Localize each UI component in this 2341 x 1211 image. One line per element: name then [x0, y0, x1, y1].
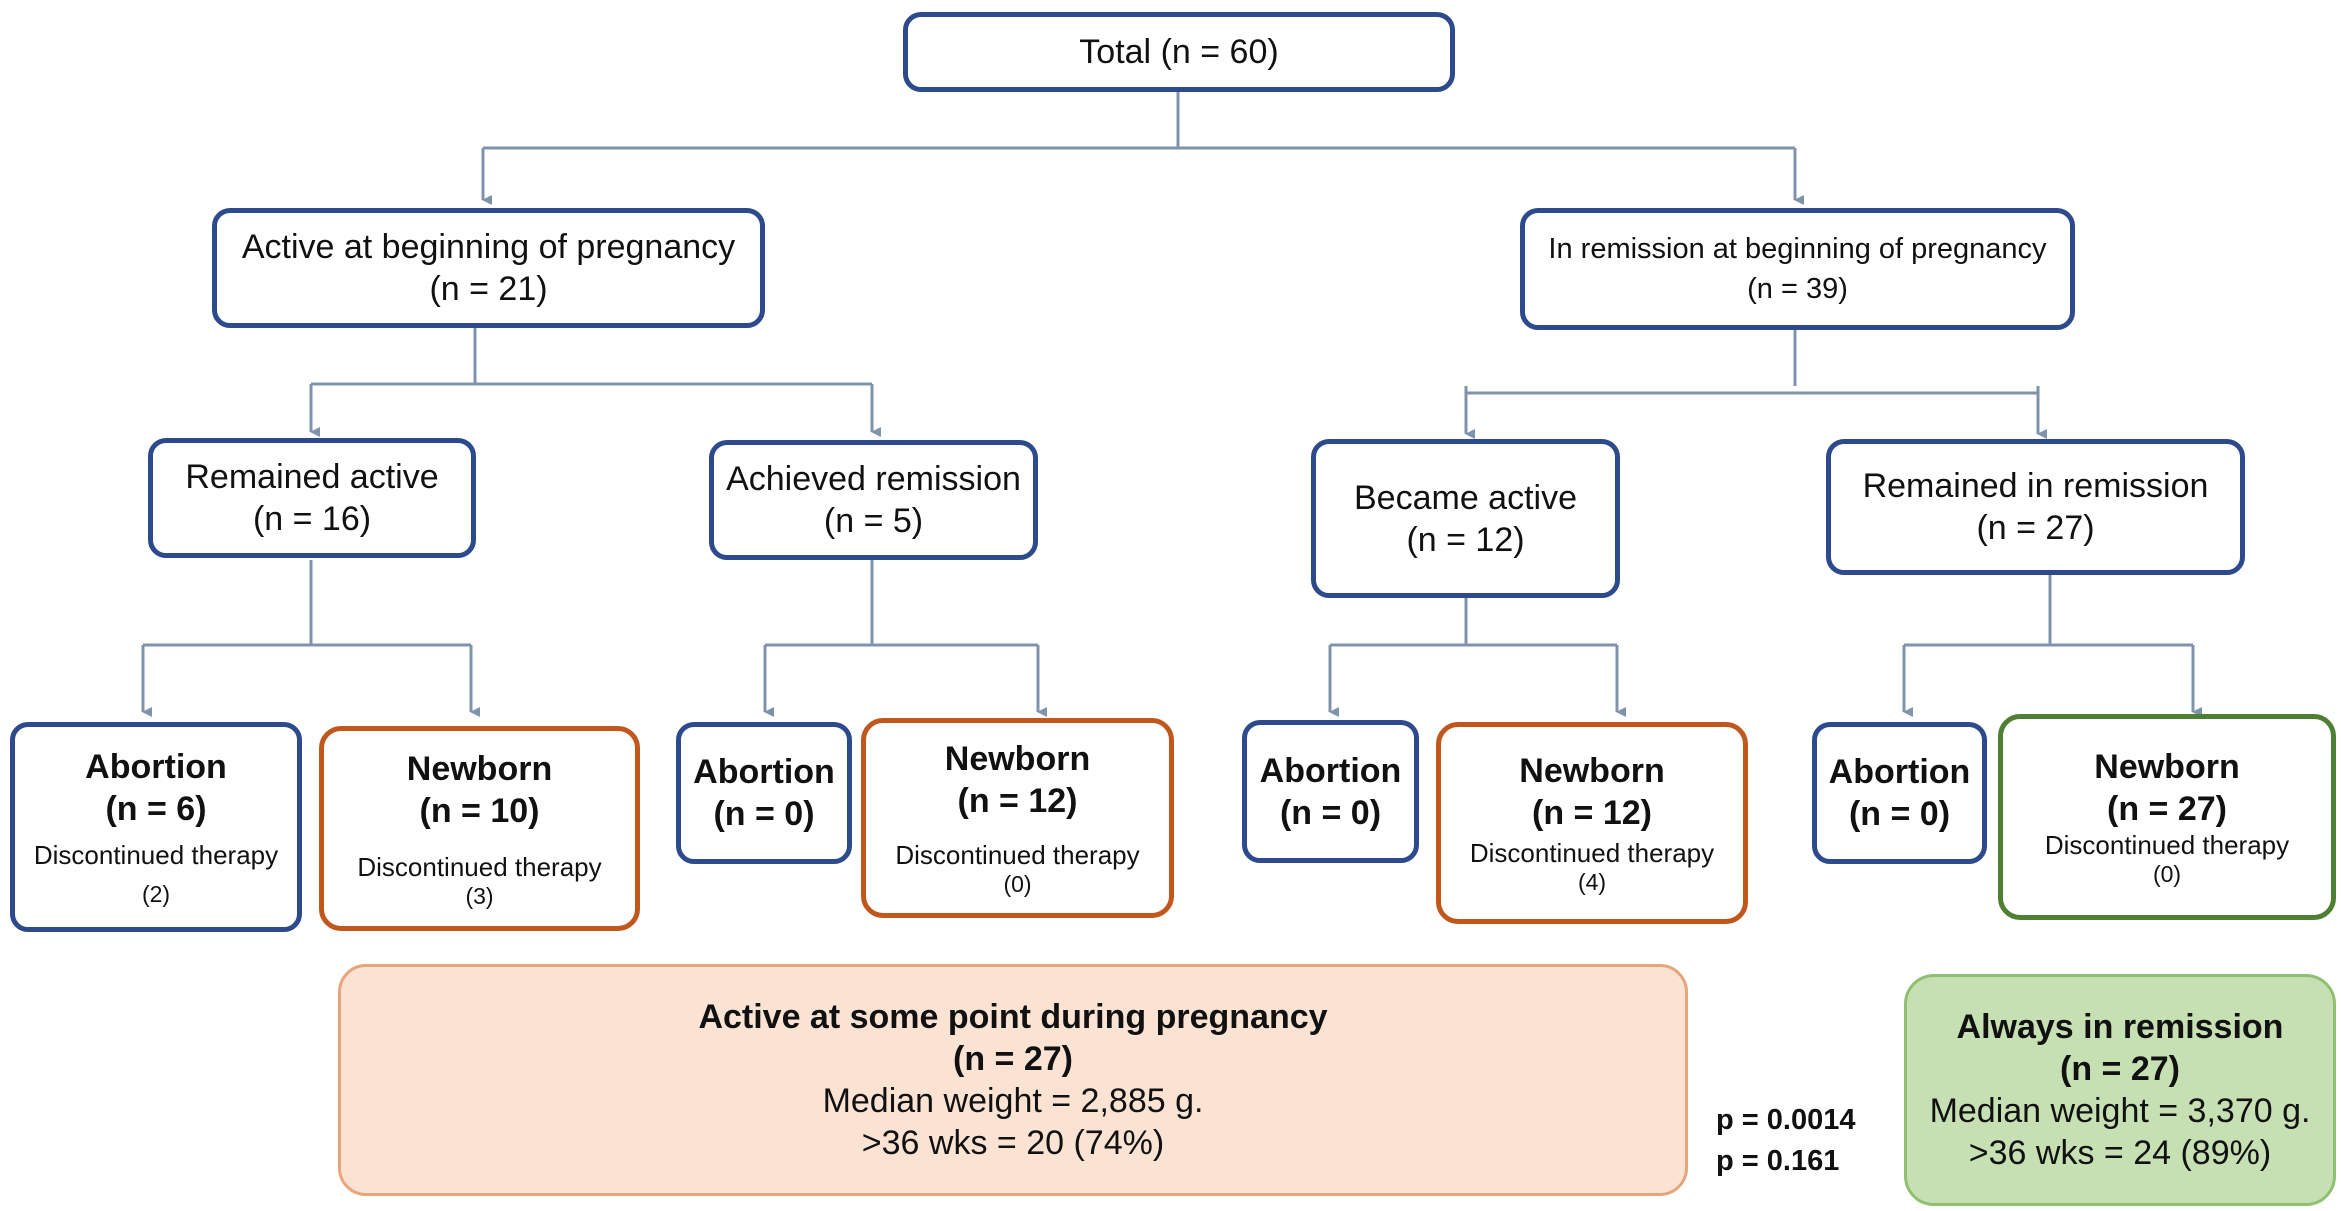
outcome-n: (n = 12) — [1532, 794, 1652, 832]
outcome-n: (n = 0) — [713, 795, 815, 833]
p-value-weight: p = 0.0014 — [1716, 1104, 1856, 1136]
summary-remission-weeks: >36 wks = 24 (89%) — [1968, 1134, 2272, 1172]
summary-remission-box: Always in remission (n = 27) Median weig… — [1904, 974, 2336, 1206]
outcome-n: (n = 10) — [419, 791, 540, 830]
became-active-box: Became active (n = 12) — [1311, 439, 1620, 598]
outcome-note: Discontinued therapy — [895, 840, 1140, 870]
outcome-note-n: (0) — [1003, 871, 1032, 897]
outcome-n: (n = 0) — [1848, 795, 1951, 833]
became-active-label: Became active — [1354, 478, 1577, 517]
outcome-title: Newborn — [2094, 748, 2240, 786]
active-start-n: (n = 21) — [429, 270, 548, 308]
summary-remission-title: Always in remission — [1956, 1008, 2284, 1046]
outcome-abortion-achieved-remission: Abortion (n = 0) — [676, 722, 852, 864]
remained-active-n: (n = 16) — [252, 500, 372, 538]
remission-start-box: In remission at beginning of pregnancy (… — [1520, 208, 2075, 330]
summary-active-weeks: >36 wks = 20 (74%) — [861, 1124, 1165, 1162]
remained-remission-box: Remained in remission (n = 27) — [1826, 439, 2245, 575]
remained-active-label: Remained active — [185, 458, 439, 496]
summary-remission-weight: Median weight = 3,370 g. — [1929, 1092, 2311, 1130]
outcome-newborn-remained-remission: Newborn (n = 27) Discontinued therapy (0… — [1998, 714, 2336, 920]
total-label: Total — [1079, 33, 1152, 71]
outcome-note: Discontinued therapy — [2044, 830, 2290, 860]
total-n: (n = 60) — [1160, 33, 1279, 71]
achieved-remission-box: Achieved remission (n = 5) — [709, 440, 1038, 560]
p-value-weeks: p = 0.161 — [1716, 1145, 1840, 1177]
outcome-title: Newborn — [1519, 752, 1665, 790]
active-start-label: Active at beginning of pregnancy — [241, 228, 736, 266]
outcome-title: Abortion — [693, 753, 835, 791]
outcome-abortion-became-active: Abortion (n = 0) — [1242, 720, 1419, 863]
active-start-box: Active at beginning of pregnancy (n = 21… — [212, 208, 765, 328]
remission-start-n: (n = 39) — [1747, 273, 1848, 305]
outcome-newborn-became-active: Newborn (n = 12) Discontinued therapy (4… — [1436, 722, 1748, 924]
outcome-title: Abortion — [85, 748, 227, 786]
outcome-n: (n = 0) — [1279, 793, 1382, 832]
total-box: Total (n = 60) — [903, 12, 1455, 92]
outcome-title: Abortion — [1828, 753, 1971, 791]
outcome-title: Newborn — [944, 740, 1091, 778]
outcome-note: Discontinued therapy — [33, 840, 279, 870]
summary-active-box: Active at some point during pregnancy (n… — [338, 964, 1688, 1196]
achieved-remission-label: Achieved remission — [726, 460, 1021, 498]
outcome-newborn-remained-active: Newborn (n = 10) Discontinued therapy (3… — [319, 726, 640, 931]
became-active-n: (n = 12) — [1406, 520, 1525, 559]
outcome-note-n: (3) — [465, 882, 494, 909]
outcome-abortion-remained-active: Abortion (n = 6) Discontinued therapy (2… — [10, 722, 302, 932]
remained-remission-label: Remained in remission — [1862, 467, 2209, 505]
summary-active-weight: Median weight = 2,885 g. — [822, 1082, 1204, 1120]
remission-start-label: In remission at beginning of pregnancy — [1548, 233, 2047, 265]
outcome-title: Newborn — [406, 749, 553, 788]
outcome-title: Abortion — [1259, 751, 1402, 790]
remained-remission-n: (n = 27) — [1976, 509, 2095, 547]
outcome-note-n: (4) — [1577, 869, 1607, 895]
outcome-note: Discontinued therapy — [357, 851, 602, 882]
outcome-note-n: (2) — [141, 881, 171, 907]
outcome-n: (n = 6) — [105, 790, 207, 828]
outcome-note-n: (0) — [2152, 861, 2182, 887]
summary-active-n: (n = 27) — [953, 1040, 1073, 1078]
outcome-note: Discontinued therapy — [1469, 838, 1715, 868]
achieved-remission-n: (n = 5) — [823, 502, 924, 540]
summary-active-title: Active at some point during pregnancy — [698, 998, 1328, 1036]
outcome-abortion-remained-remission: Abortion (n = 0) — [1812, 722, 1987, 864]
remained-active-box: Remained active (n = 16) — [148, 438, 476, 558]
outcome-newborn-achieved-remission: Newborn (n = 12) Discontinued therapy (0… — [861, 718, 1174, 918]
outcome-n: (n = 27) — [2107, 790, 2227, 828]
summary-remission-n: (n = 27) — [2060, 1050, 2180, 1088]
outcome-n: (n = 12) — [957, 782, 1078, 820]
